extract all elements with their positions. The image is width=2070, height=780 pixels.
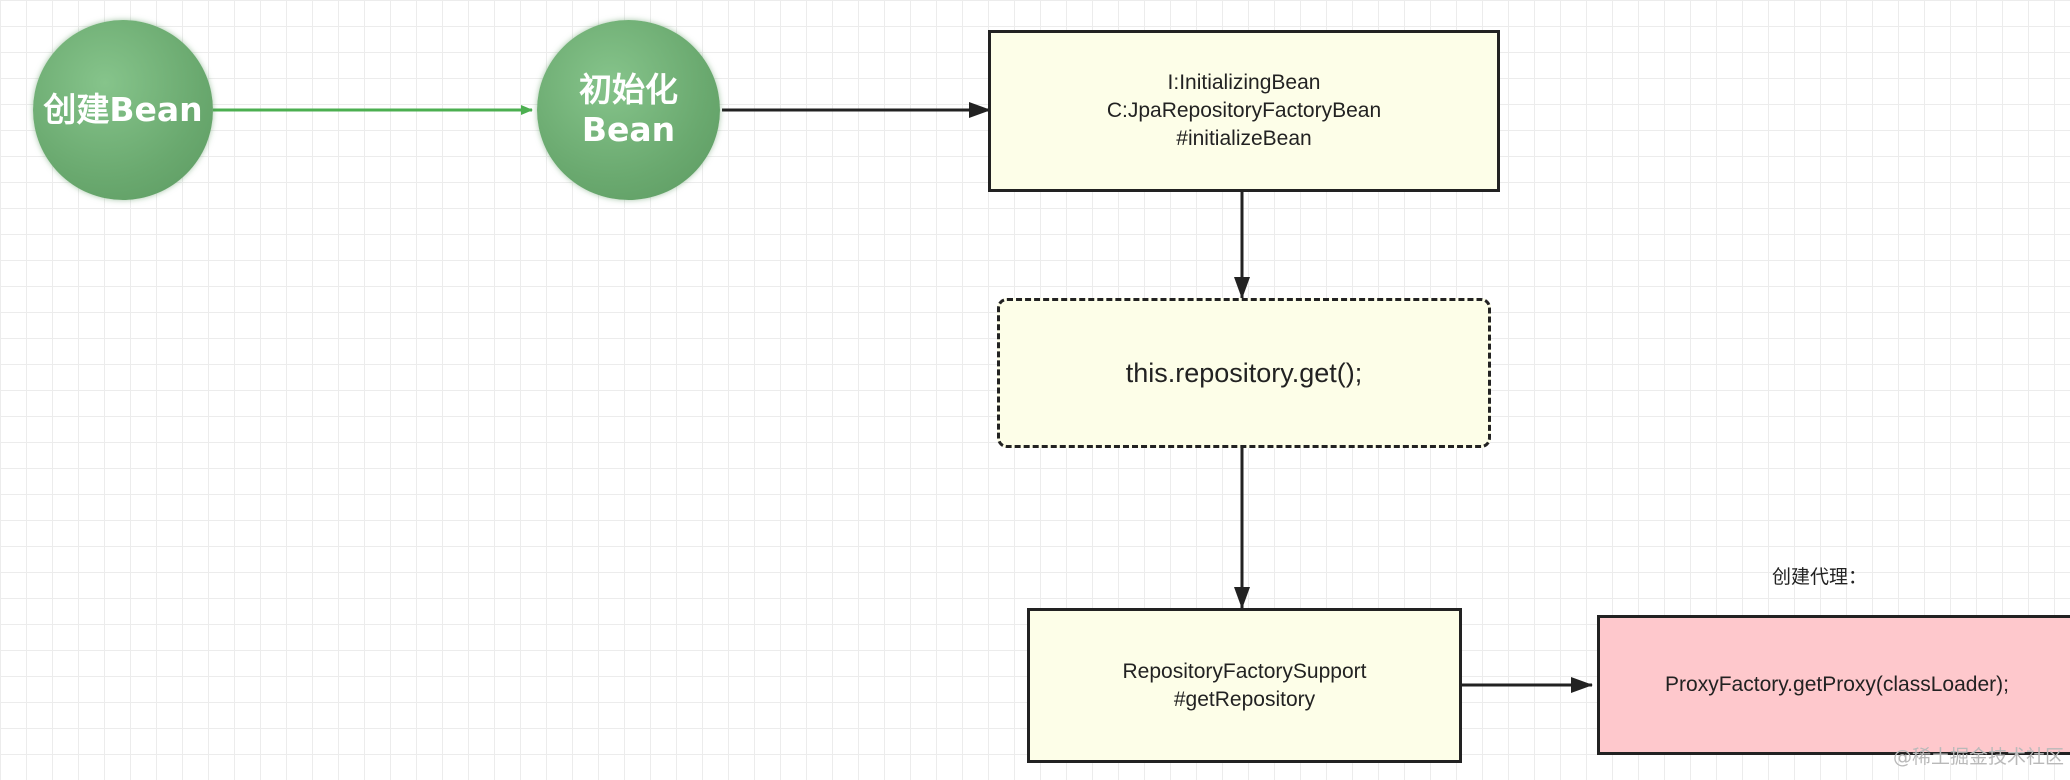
initializing-bean-node[interactable]: I:InitializingBean C:JpaRepositoryFactor…: [988, 30, 1500, 192]
factory-support-node[interactable]: RepositoryFactorySupport #getRepository: [1027, 608, 1462, 763]
create-bean-node[interactable]: 创建Bean: [33, 20, 213, 200]
initializing-bean-interface: I:InitializingBean: [1167, 71, 1321, 94]
proxy-factory-node[interactable]: ProxyFactory.getProxy(classLoader);: [1597, 615, 2070, 755]
repository-get-node[interactable]: this.repository.get();: [997, 298, 1491, 448]
init-bean-node[interactable]: 初始化 Bean: [537, 20, 720, 200]
create-bean-label: 创建Bean: [43, 90, 203, 129]
factory-support-class: RepositoryFactorySupport: [1122, 659, 1367, 683]
create-proxy-label: 创建代理：: [1772, 566, 1868, 588]
proxy-factory-label: ProxyFactory.getProxy(classLoader);: [1665, 673, 2009, 696]
initializing-bean-method: #initializeBean: [1176, 127, 1312, 150]
init-bean-label-line1: 初始化: [579, 70, 678, 109]
init-bean-label-line2: Bean: [581, 110, 676, 149]
initializing-bean-class: C:JpaRepositoryFactoryBean: [1106, 99, 1382, 122]
factory-support-method: #getRepository: [1173, 687, 1316, 711]
repository-get-label: this.repository.get();: [1125, 358, 1363, 388]
watermark: @稀土掘金技术社区: [1893, 746, 2065, 768]
